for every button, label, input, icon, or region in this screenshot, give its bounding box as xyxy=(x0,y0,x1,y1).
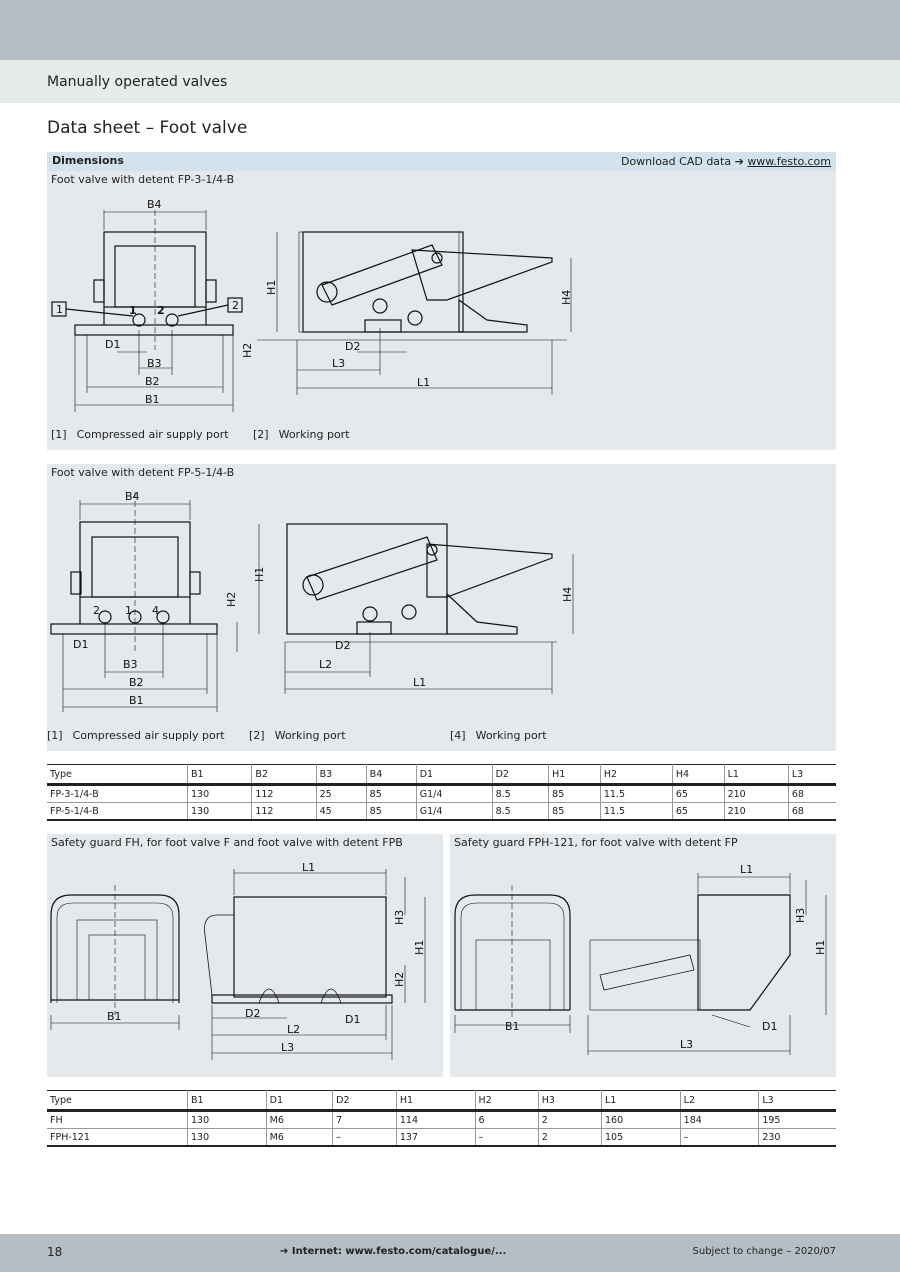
catalogue-link[interactable]: ➔ Internet: www.festo.com/catalogue/... xyxy=(280,1246,507,1257)
fp3-port1-label: 1 xyxy=(56,303,63,316)
safety-guard-fph121-drawing: B1 L1 H3 H1 D1 L3 xyxy=(454,863,827,1055)
fp5-b4-label: B4 xyxy=(125,490,140,503)
section-band xyxy=(0,60,900,103)
fh-l2-label: L2 xyxy=(287,1023,300,1036)
fig2-legend-2: [2]Working port xyxy=(249,729,346,742)
dimensions-header: Dimensions Download CAD data ➔ www.festo… xyxy=(47,152,836,171)
cad-prefix: Download CAD data ➔ xyxy=(620,155,744,168)
fp3-b2-label: B2 xyxy=(145,375,160,388)
figure-4-caption: Safety guard FPH-121, for foot valve wit… xyxy=(454,836,738,849)
figure-1-caption: Foot valve with detent FP-3-1/4-B xyxy=(51,173,235,186)
foot-valve-fp5-drawing: B4 B3 B2 B1 D1 2 1 4 H2 H1 H4 D2 L2 L1 xyxy=(50,490,574,712)
fp3-port1-mark: 1 xyxy=(129,304,137,317)
figure-panel-4 xyxy=(450,834,836,1077)
fp5-h1-label: H1 xyxy=(253,567,266,582)
figure-2-caption: Foot valve with detent FP-5-1/4-B xyxy=(51,466,235,479)
page-footer: 18 ➔ Internet: www.festo.com/catalogue/.… xyxy=(0,1234,900,1272)
fp3-l1-label: L1 xyxy=(417,376,430,389)
fp5-d1-label: D1 xyxy=(73,638,88,651)
fph-h3-label: H3 xyxy=(794,908,807,923)
fp5-d2-label: D2 xyxy=(335,639,350,652)
fp5-l2-label: L2 xyxy=(319,658,332,671)
fp5-b1-label: B1 xyxy=(129,694,144,707)
fp3-b4-label: B4 xyxy=(147,198,162,211)
foot-valve-fp3-drawing: B4 B3 B2 B1 D1 1 2 1 2 H1 H2 H4 D2 L3 L1 xyxy=(51,198,573,412)
cad-link[interactable]: www.festo.com xyxy=(747,155,831,168)
fph-d1-label: D1 xyxy=(762,1020,777,1033)
fph-l3-label: L3 xyxy=(680,1038,693,1051)
fh-l1-label: L1 xyxy=(302,861,315,874)
page-number: 18 xyxy=(47,1245,63,1259)
fp3-d2-label: D2 xyxy=(345,340,360,353)
fp5-h4-label: H4 xyxy=(561,587,574,602)
fph-b1-label: B1 xyxy=(505,1020,520,1033)
fp3-l3-label: L3 xyxy=(332,357,345,370)
fp3-h2-label: H2 xyxy=(241,343,254,358)
section-title: Manually operated valves xyxy=(47,74,228,90)
fph-l1-label: L1 xyxy=(740,863,753,876)
change-note: Subject to change – 2020/07 xyxy=(692,1246,836,1257)
fp3-d1-label: D1 xyxy=(105,338,120,351)
fh-h1-label: H1 xyxy=(413,940,426,955)
figure-panel-3 xyxy=(47,834,443,1077)
fp3-h4-label: H4 xyxy=(560,290,573,305)
fp3-b1-label: B1 xyxy=(145,393,160,406)
figure-3-caption: Safety guard FH, for foot valve F and fo… xyxy=(51,836,403,849)
fh-h2-label: H2 xyxy=(393,972,406,987)
fph-h1-label: H1 xyxy=(814,940,827,955)
fp5-h2-label: H2 xyxy=(225,592,238,607)
fh-h3-label: H3 xyxy=(393,910,406,925)
fp3-b3-label: B3 xyxy=(147,357,162,370)
dimensions-label: Dimensions xyxy=(52,154,124,167)
figure-panel-1 xyxy=(47,152,836,450)
fig1-legend-1: [1]Compressed air supply port xyxy=(51,428,229,441)
fig1-legend-2: [2]Working port xyxy=(253,428,350,441)
fh-d2-label: D2 xyxy=(245,1007,260,1020)
fh-b1-label: B1 xyxy=(107,1010,122,1023)
fp5-b3-label: B3 xyxy=(123,658,138,671)
fp5-port1-mark: 1 xyxy=(125,604,132,617)
fp3-h1-label: H1 xyxy=(265,280,278,295)
page-title: Data sheet – Foot valve xyxy=(47,118,248,138)
fh-l3-label: L3 xyxy=(281,1041,294,1054)
fig2-legend-1: [1]Compressed air supply port xyxy=(47,729,225,742)
figure-panel-2 xyxy=(47,464,836,751)
fp5-l1-label: L1 xyxy=(413,676,426,689)
top-band xyxy=(0,0,900,60)
fp5-b2-label: B2 xyxy=(129,676,144,689)
cad-download: Download CAD data ➔ www.festo.com xyxy=(621,155,831,168)
fp3-port2-mark: 2 xyxy=(157,304,165,317)
fh-d1-label: D1 xyxy=(345,1013,360,1026)
fp5-port2-mark: 2 xyxy=(93,604,100,617)
fig2-legend-3: [4]Working port xyxy=(450,729,547,742)
fp5-port4-mark: 4 xyxy=(152,604,159,617)
safety-guard-fh-drawing: B1 L1 H3 H1 H2 D2 D1 L2 L3 xyxy=(50,861,426,1060)
fp3-port2-label: 2 xyxy=(232,299,239,312)
